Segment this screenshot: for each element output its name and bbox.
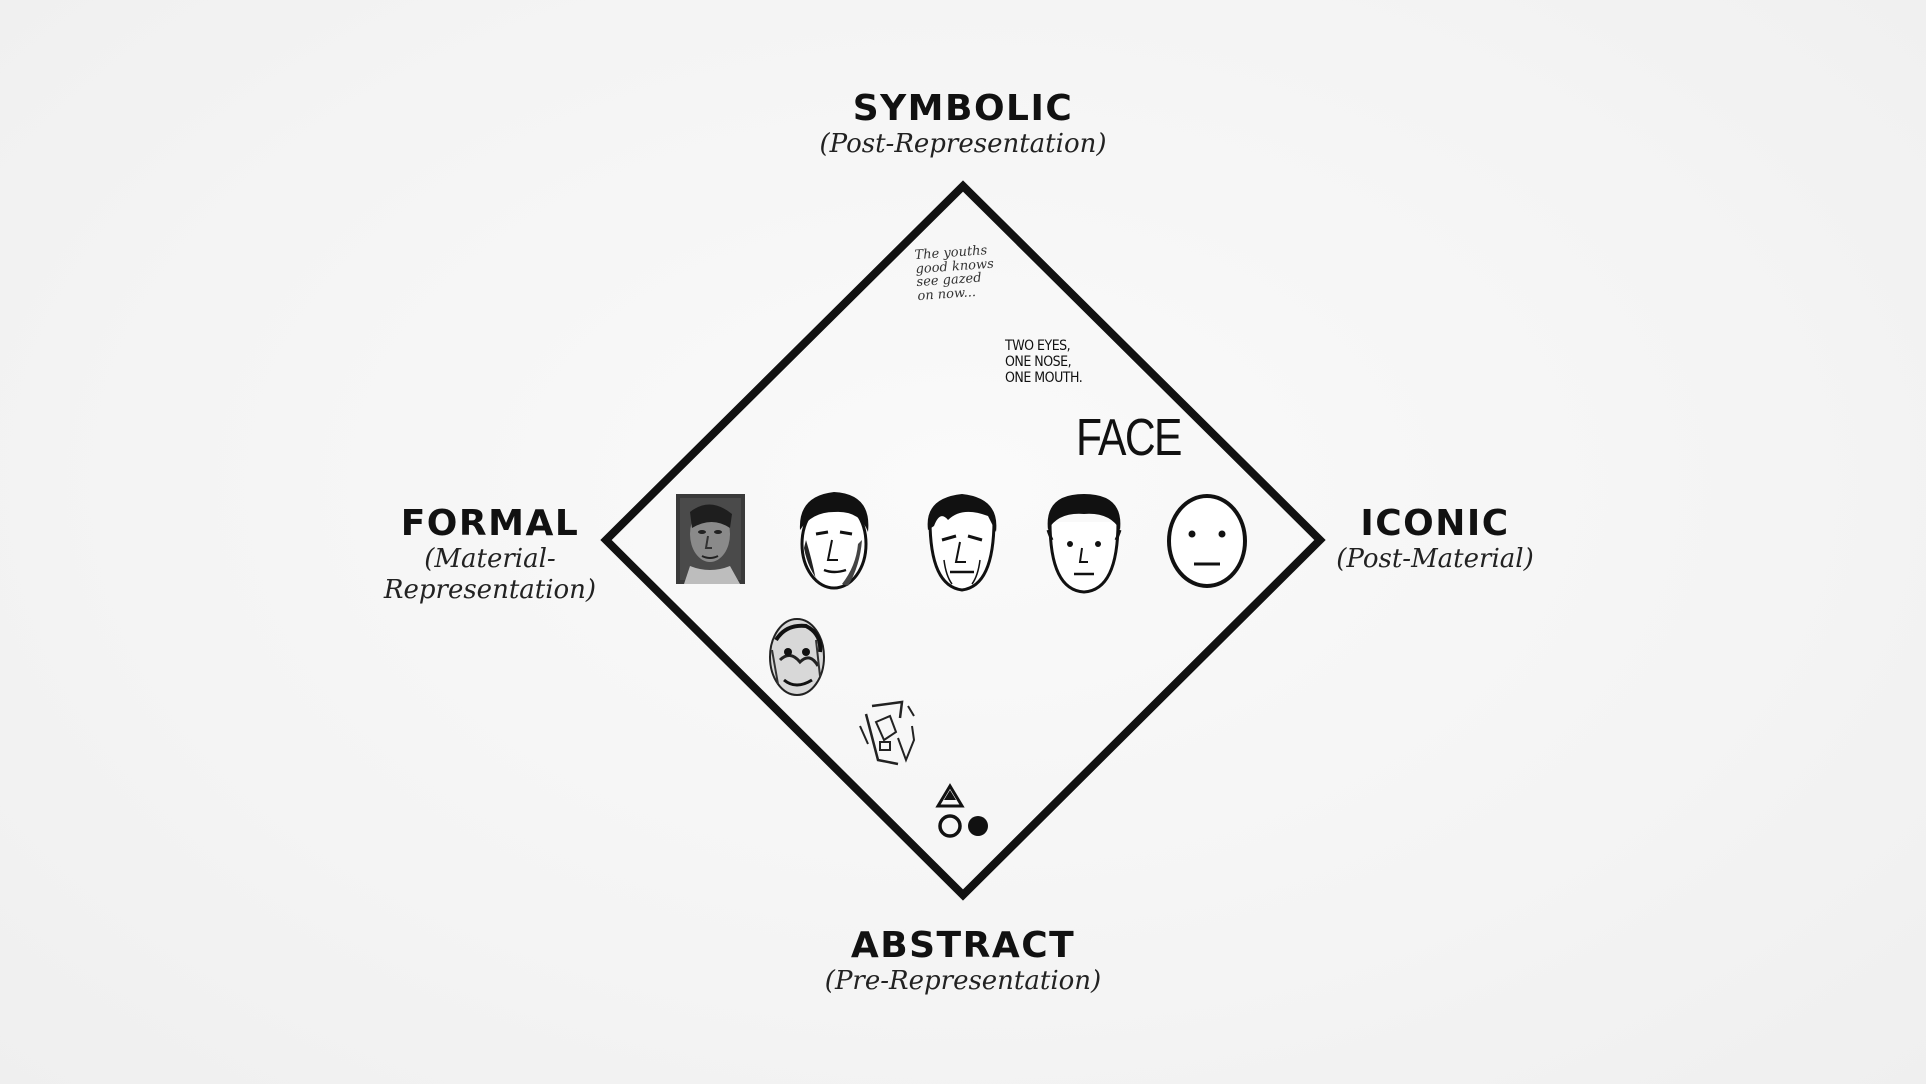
photo-face-icon xyxy=(676,494,745,584)
picture-plane-diamond xyxy=(600,180,1326,901)
corner-label-abstract: ABSTRACT (Pre-Representation) xyxy=(763,925,1163,997)
corner-subtitle-symbolic: (Post-Representation) xyxy=(819,129,1107,160)
corner-label-iconic: ICONIC (Post-Material) xyxy=(1290,503,1580,575)
realistic-drawn-face-icon xyxy=(799,492,869,590)
symbolic-handwriting: The youths good knows see gazed on now..… xyxy=(914,243,995,304)
corner-title-abstract: ABSTRACT xyxy=(850,925,1076,966)
comic-drawn-face-icon xyxy=(927,494,997,592)
corner-label-symbolic: SYMBOLIC (Post-Representation) xyxy=(763,88,1163,160)
minimal-smiley-face-icon xyxy=(1167,494,1247,588)
symbolic-face-word: FACE xyxy=(1076,409,1182,467)
cubist-face-icon xyxy=(859,700,916,766)
corner-title-iconic: ICONIC xyxy=(1360,503,1510,544)
corner-subtitle-iconic: (Post-Material) xyxy=(1336,544,1534,575)
corner-subtitle-abstract: (Pre-Representation) xyxy=(824,966,1102,997)
scribbled-face-icon xyxy=(769,618,825,696)
corner-label-formal: FORMAL (Material- Representation) xyxy=(330,503,650,606)
geometric-shapes-icon xyxy=(935,783,988,838)
simple-cartoon-face-icon xyxy=(1046,494,1122,594)
corner-subtitle-formal: (Material- Representation) xyxy=(383,544,597,606)
symbolic-description-text: TWO EYES, ONE NOSE, ONE MOUTH. xyxy=(1005,338,1083,387)
corner-title-symbolic: SYMBOLIC xyxy=(852,88,1074,129)
corner-title-formal: FORMAL xyxy=(400,503,580,544)
